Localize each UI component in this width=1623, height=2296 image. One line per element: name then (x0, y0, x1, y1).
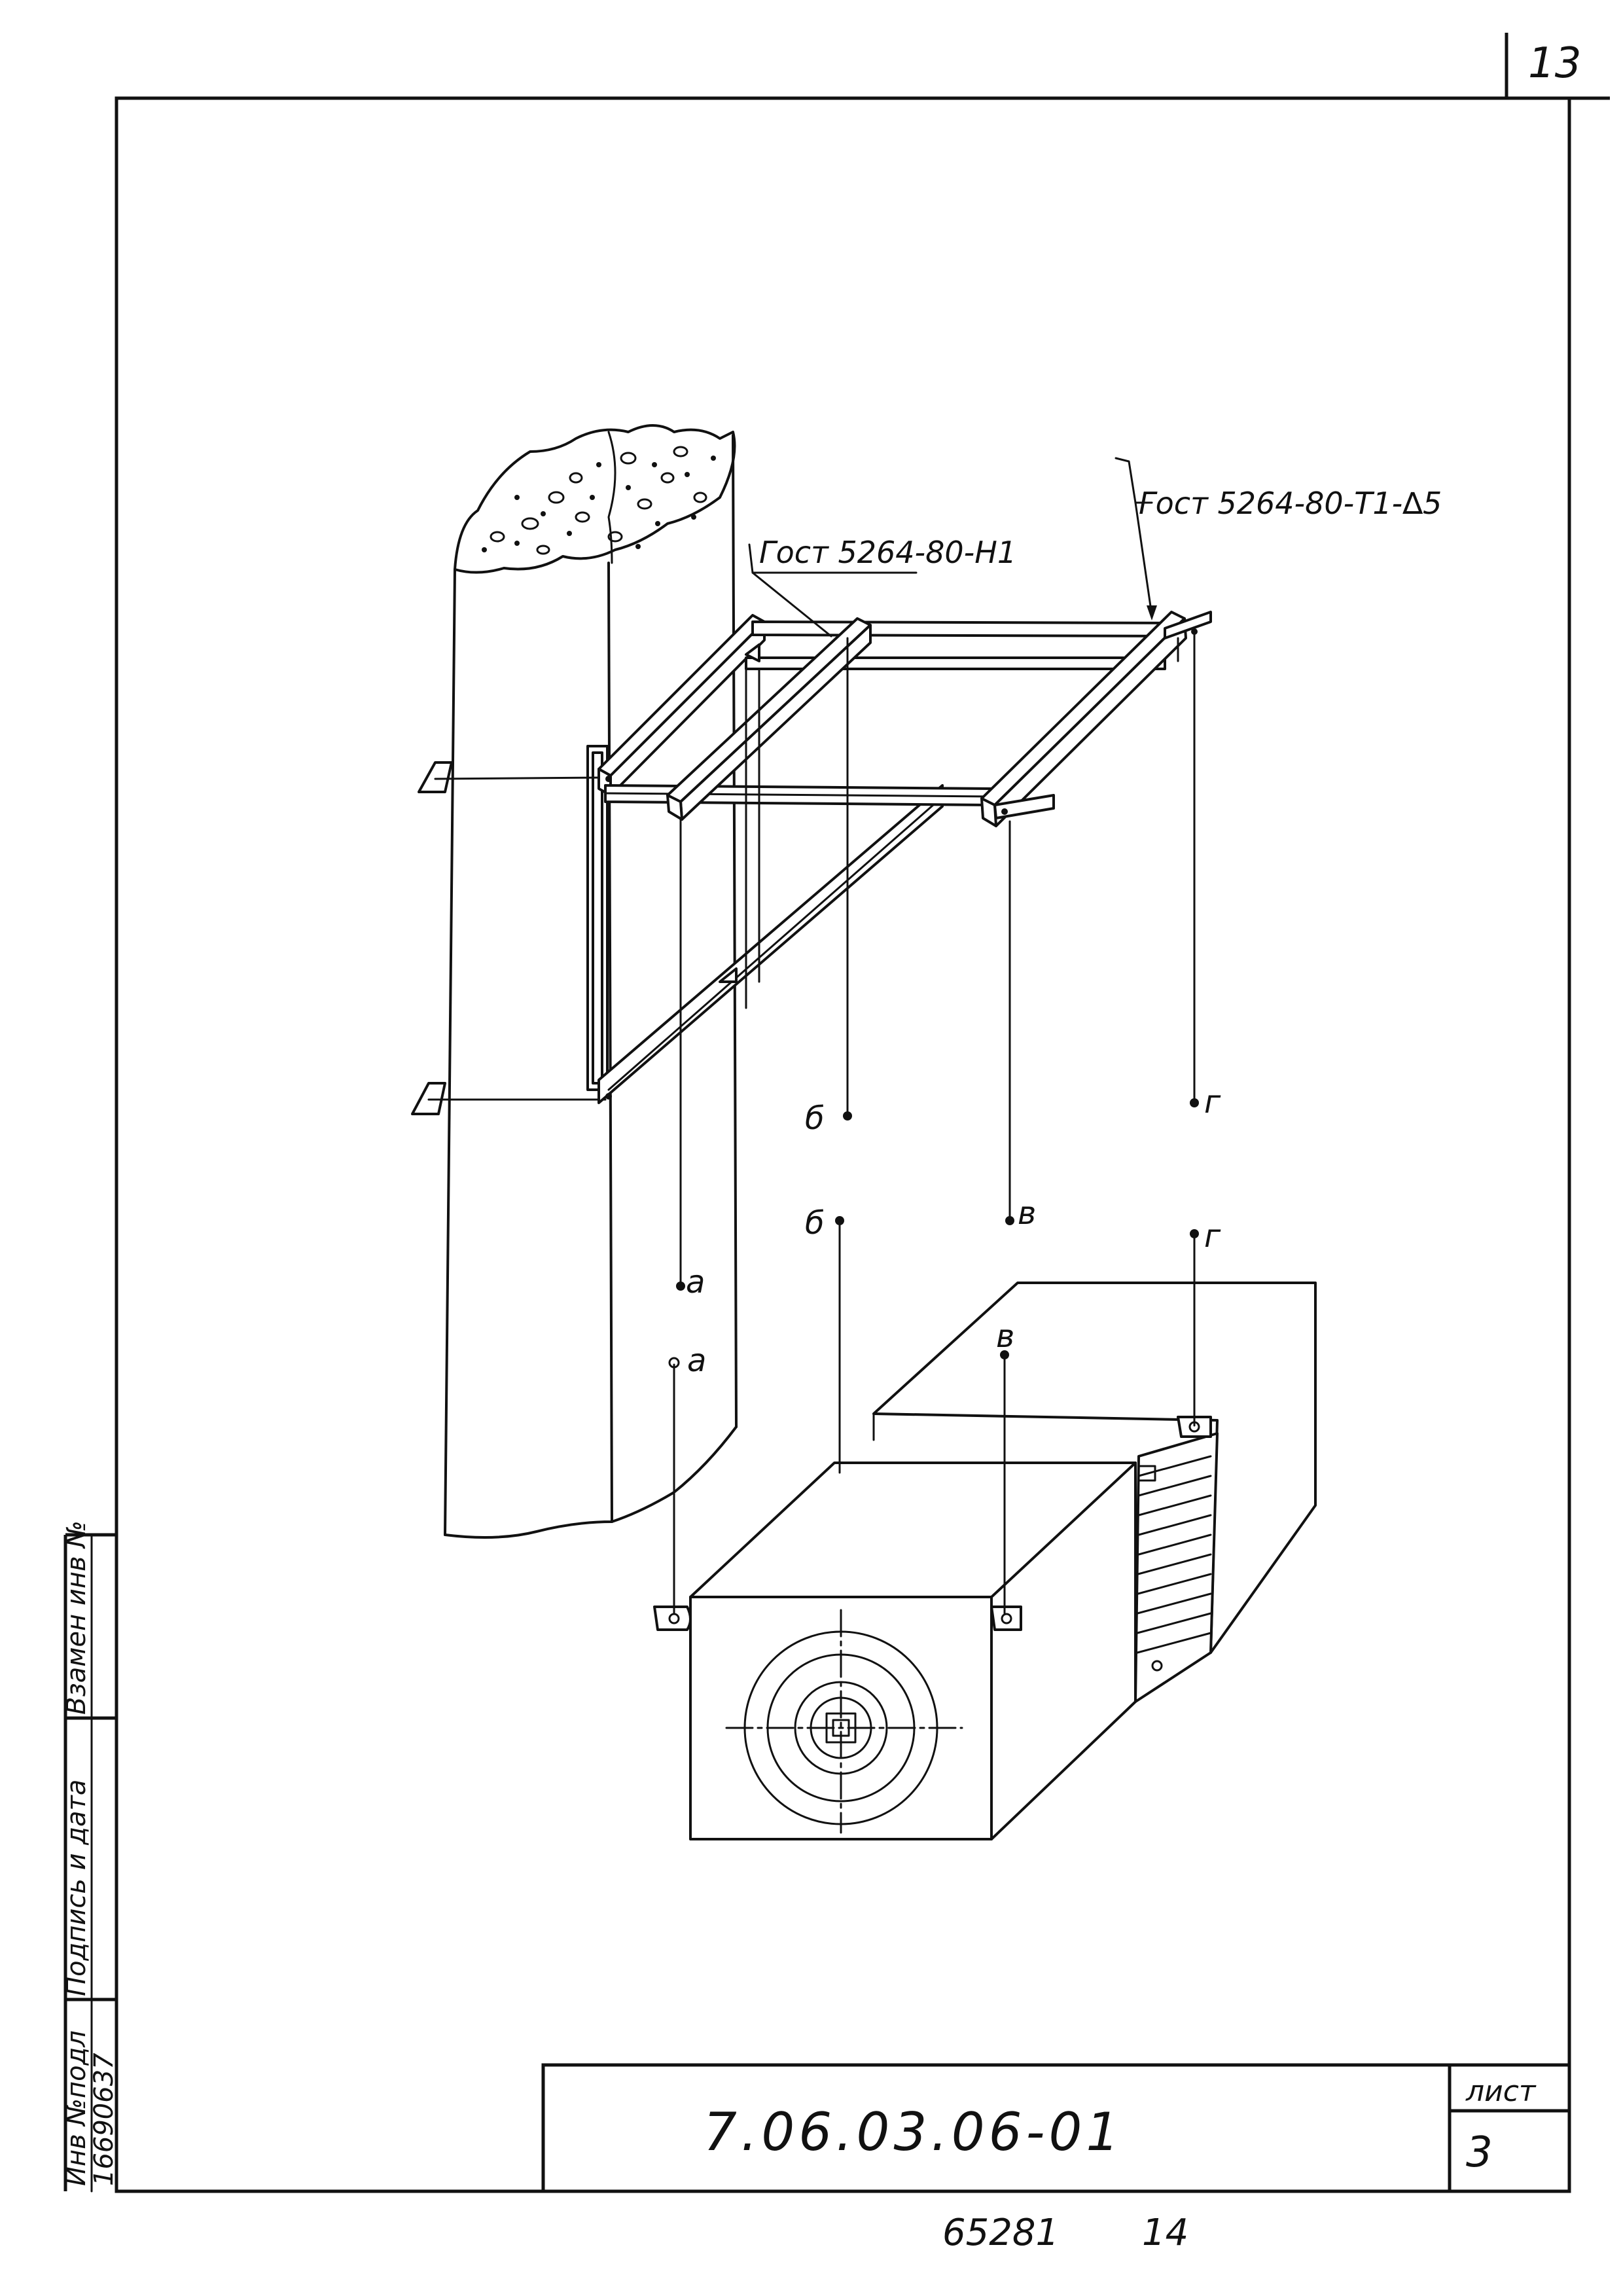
page-number-top: 13 (1528, 39, 1581, 88)
replace-label: Взамен инв № (62, 1520, 92, 1715)
inv-value: 16690637 (89, 2053, 119, 2186)
point-v-lower: в (996, 1318, 1014, 1355)
point-a-lower: а (687, 1342, 706, 1379)
inv-label: Инв №подл (62, 2030, 92, 2186)
column (444, 424, 738, 1539)
gost-mid: Гост 5264-80-Н1 (759, 535, 1016, 570)
sign-label: Подпись и дата (62, 1780, 92, 1996)
point-g-upper: г (1204, 1084, 1221, 1121)
point-b-lower: б (805, 1205, 825, 1242)
point-v-upper: в (1018, 1195, 1036, 1232)
point-a-upper: а (686, 1264, 705, 1300)
gost-top-right: Гост 5264-80-Т1-∆5 (1139, 486, 1442, 521)
point-g-lower: г (1204, 1218, 1221, 1255)
list-number: 3 (1466, 2128, 1493, 2177)
point-b-upper: б (805, 1100, 825, 1137)
lower-hangers: а б в г (668, 1205, 1221, 1615)
drawing-frame (115, 96, 1571, 2193)
callout-gost-mid: Гост 5264-80-Н1 (748, 535, 1016, 637)
title-block: 7.06.03.06-01 лист 3 (541, 2063, 1571, 2193)
bracket-frame (411, 611, 1212, 1115)
bottom-code-a: 65281 (942, 2212, 1059, 2254)
bottom-code-b: 14 (1142, 2212, 1188, 2254)
list-label: лист (1465, 2075, 1537, 2108)
side-stamp: Взамен инв № Подпись и дата Инв №подл 16… (62, 1520, 119, 2193)
fan-unit (653, 1282, 1317, 1840)
callout-gost-top-right: Гост 5264-80-Т1-∆5 (1115, 457, 1442, 620)
upper-hangers: а б в г (676, 634, 1221, 1300)
doc-code: 7.06.03.06-01 (704, 2102, 1123, 2162)
